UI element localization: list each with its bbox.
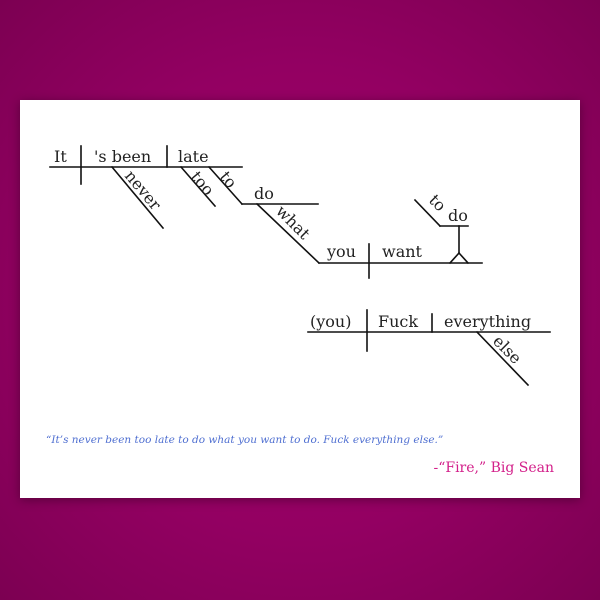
word-you-implied: (you) (310, 312, 351, 331)
word-fuck: Fuck (378, 312, 418, 331)
word-to: to (216, 167, 241, 192)
modifier-line-what (255, 202, 321, 265)
stilt-foot-right (457, 251, 470, 265)
word-late: late (178, 147, 209, 166)
word-s-been: 's been (94, 147, 151, 166)
word-object-to: to (425, 190, 450, 215)
word-object-do: do (448, 206, 468, 225)
word-it: It (54, 147, 67, 166)
quote-text: “It’s never been too late to do what you… (46, 434, 444, 446)
word-never: never (121, 166, 165, 214)
word-do: do (254, 184, 274, 203)
modifier-line-to (207, 165, 244, 206)
word-what: what (272, 201, 314, 243)
attribution-text: -“Fire,” Big Sean (433, 460, 554, 476)
modifier-line-never (110, 165, 165, 230)
word-you: you (326, 242, 356, 261)
word-everything: everything (444, 312, 531, 331)
modifier-line-too (179, 165, 217, 208)
stilt-foot-left (448, 251, 461, 265)
word-else: else (489, 331, 525, 367)
poster-card: It 's been late never too to do what you… (20, 100, 580, 498)
sentence-diagram: It 's been late never too to do what you… (49, 145, 551, 387)
modifier-line-else (475, 330, 530, 387)
object-slant-to (413, 198, 442, 228)
word-want: want (382, 242, 423, 261)
